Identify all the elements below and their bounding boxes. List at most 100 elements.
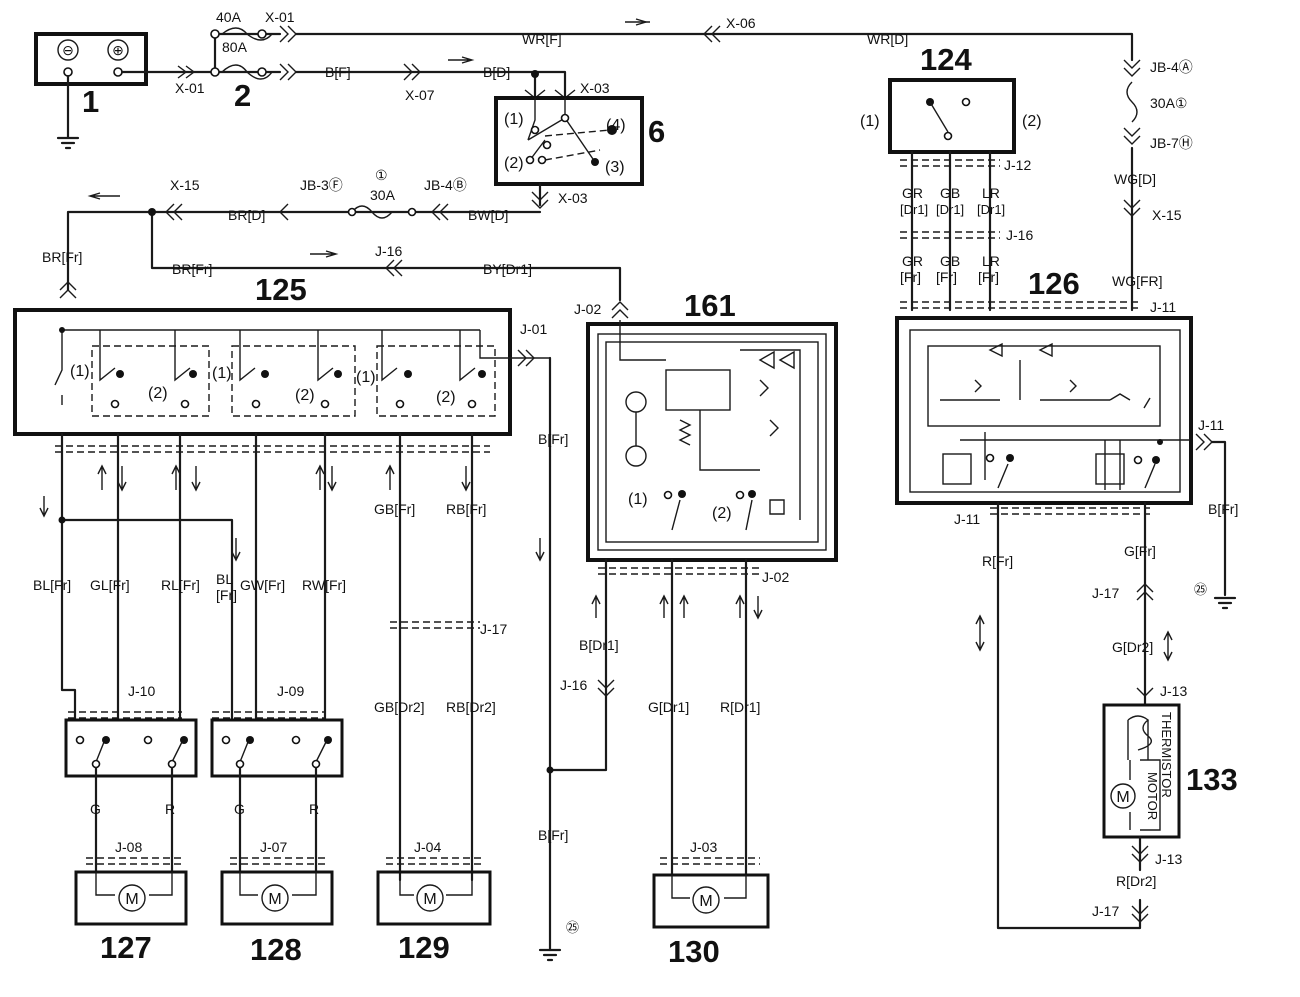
conn-x03-a: X-03 [580, 80, 610, 96]
switch6-pin-2: (2) [504, 155, 524, 172]
conn-j11-c: J-11 [954, 511, 980, 527]
component-number-6: 6 [648, 114, 665, 149]
fuse-30a-symbol [351, 205, 393, 219]
motor-129-symbol: M [423, 891, 436, 908]
conn-j02-b: J-02 [762, 569, 789, 585]
ground-25-b-label: ㉕ [1194, 582, 1207, 597]
wire-label-r-dr2: R[Dr2] [1116, 873, 1156, 889]
component-number-161: 161 [684, 288, 736, 323]
sw125-pin-1a: (1) [70, 363, 90, 380]
motor-128: M [220, 870, 334, 926]
conn-j13-b: J-13 [1155, 851, 1182, 867]
wire-label-g-dr2: G[Dr2] [1112, 639, 1153, 655]
motor-133-symbol: M [1116, 789, 1129, 806]
wire-label-bw-d: BW[D] [468, 207, 508, 223]
wire-r-fr [996, 501, 1142, 930]
wire-label-br-fr: BR[Fr] [172, 261, 212, 277]
conn-x01-symbol [177, 65, 196, 79]
fuse-30a-right: 30A① [1150, 95, 1187, 111]
wire-label-g-dr1: G[Dr1] [648, 699, 689, 715]
wire-label-br-fr-left: BR[Fr] [42, 249, 82, 265]
component-number-124: 124 [920, 42, 972, 77]
switch6-pin-1: (1) [504, 111, 524, 128]
component-number-2: 2 [234, 78, 251, 113]
wires-124 [910, 150, 992, 312]
wire-label-gb-dr1-a: GB [940, 185, 960, 201]
conn-j13-a: J-13 [1160, 683, 1187, 699]
relay-module-161 [586, 320, 838, 562]
fuse-40a-symbol [221, 27, 273, 41]
conn-j11-a: J-11 [1150, 299, 1176, 315]
conn-j12: J-12 [1004, 157, 1031, 173]
wire-label-rb-dr2: RB[Dr2] [446, 699, 496, 715]
wire-label-b-fr-1: B[Fr] [538, 431, 568, 447]
wire-label-br-d: BR[D] [228, 207, 265, 223]
wire-label-gr-fr-b: [Fr] [900, 269, 921, 285]
conn-jb7: JB-7Ⓗ [1150, 135, 1193, 151]
component-number-125: 125 [255, 272, 307, 307]
thermistor-label: THERMISTOR [1159, 712, 1174, 798]
fuse-block-2 [210, 27, 282, 80]
conn-j04: J-04 [414, 839, 441, 855]
ground-25-a-label: ㉕ [566, 920, 579, 935]
fuse-80a-symbol [221, 64, 273, 80]
conn-x07: X-07 [405, 87, 435, 103]
conn-x03-b: X-03 [558, 190, 588, 206]
wire-label-rl-fr: RL[Fr] [161, 577, 200, 593]
wire-label-g-127: G [90, 801, 101, 817]
switch124-pin-1: (1) [860, 113, 880, 130]
wire-label-by-dr1: BY[Dr1] [483, 261, 532, 277]
wire-label-gr-dr1-a: GR [902, 185, 923, 201]
sw125-pin-1c: (1) [356, 369, 376, 386]
sw125-pin-1b: (1) [212, 365, 232, 382]
ground-25-b [1213, 596, 1237, 610]
wire-label-b-fr-3: B[Fr] [1208, 501, 1238, 517]
conn-j09: J-09 [277, 683, 304, 699]
conn-j07: J-07 [260, 839, 287, 855]
wire-label-b-dr1: B[Dr1] [579, 637, 619, 653]
flow-arrows [39, 464, 1173, 662]
motor-127: M [74, 870, 188, 926]
conn-j16-b: J-16 [560, 677, 587, 693]
switch-6 [494, 70, 644, 209]
wire-b-dr1 [548, 558, 608, 772]
switch6-pin-3: (3) [605, 159, 625, 176]
fuse-30a-label: 30A [370, 187, 396, 203]
wire-label-gw-fr: GW[Fr] [240, 577, 285, 593]
wire-label-gr-dr1-b: [Dr1] [900, 202, 928, 217]
sw125-pin-2a: (2) [148, 385, 168, 402]
wires-161-motor [670, 558, 748, 877]
conn-j17-c: J-17 [1092, 903, 1119, 919]
wire-label-r-dr1: R[Dr1] [720, 699, 760, 715]
wire-b-fr-126 [1210, 440, 1227, 597]
component-number-128: 128 [250, 932, 302, 967]
conn-j16-a: J-16 [375, 243, 402, 259]
conn-jb4a: JB-4Ⓐ [1150, 59, 1193, 75]
motor-127-symbol: M [125, 891, 138, 908]
wire-label-gb-fr-b: [Fr] [936, 269, 957, 285]
wire-wr [294, 32, 1134, 62]
fuse-40a-label: 40A [216, 9, 242, 25]
relay161-pin-2: (2) [712, 505, 732, 522]
control-module-126 [895, 316, 1193, 505]
conn-j17-b: J-17 [1092, 585, 1119, 601]
wire-label-b-fr-2: B[Fr] [538, 827, 568, 843]
sw125-pin-2b: (2) [295, 387, 315, 404]
wire-label-gb-dr1-b: [Dr1] [936, 202, 964, 217]
switch124-pin-2: (2) [1022, 113, 1042, 130]
wire-label-rw-fr: RW[Fr] [302, 577, 346, 593]
fuse-30a-right-symbol [1126, 81, 1138, 123]
conn-j03: J-03 [690, 839, 717, 855]
component-number-127: 127 [100, 930, 152, 965]
fuse-80a-label: 80A [222, 39, 248, 55]
wire-label-gb-fr: GB[Fr] [374, 501, 415, 517]
battery-1: ⊖ ⊕ [34, 32, 148, 86]
wire-label-lr-dr1-a: LR [982, 185, 1000, 201]
wire-label-gl-fr: GL[Fr] [90, 577, 130, 593]
conn-j16-c: J-16 [1006, 227, 1033, 243]
wire-label-bl-fr2-a: BL [216, 571, 233, 587]
wire-label-r-128: R [309, 801, 319, 817]
relay161-pin-1: (1) [628, 491, 648, 508]
wire-label-bl-fr: BL[Fr] [33, 577, 71, 593]
